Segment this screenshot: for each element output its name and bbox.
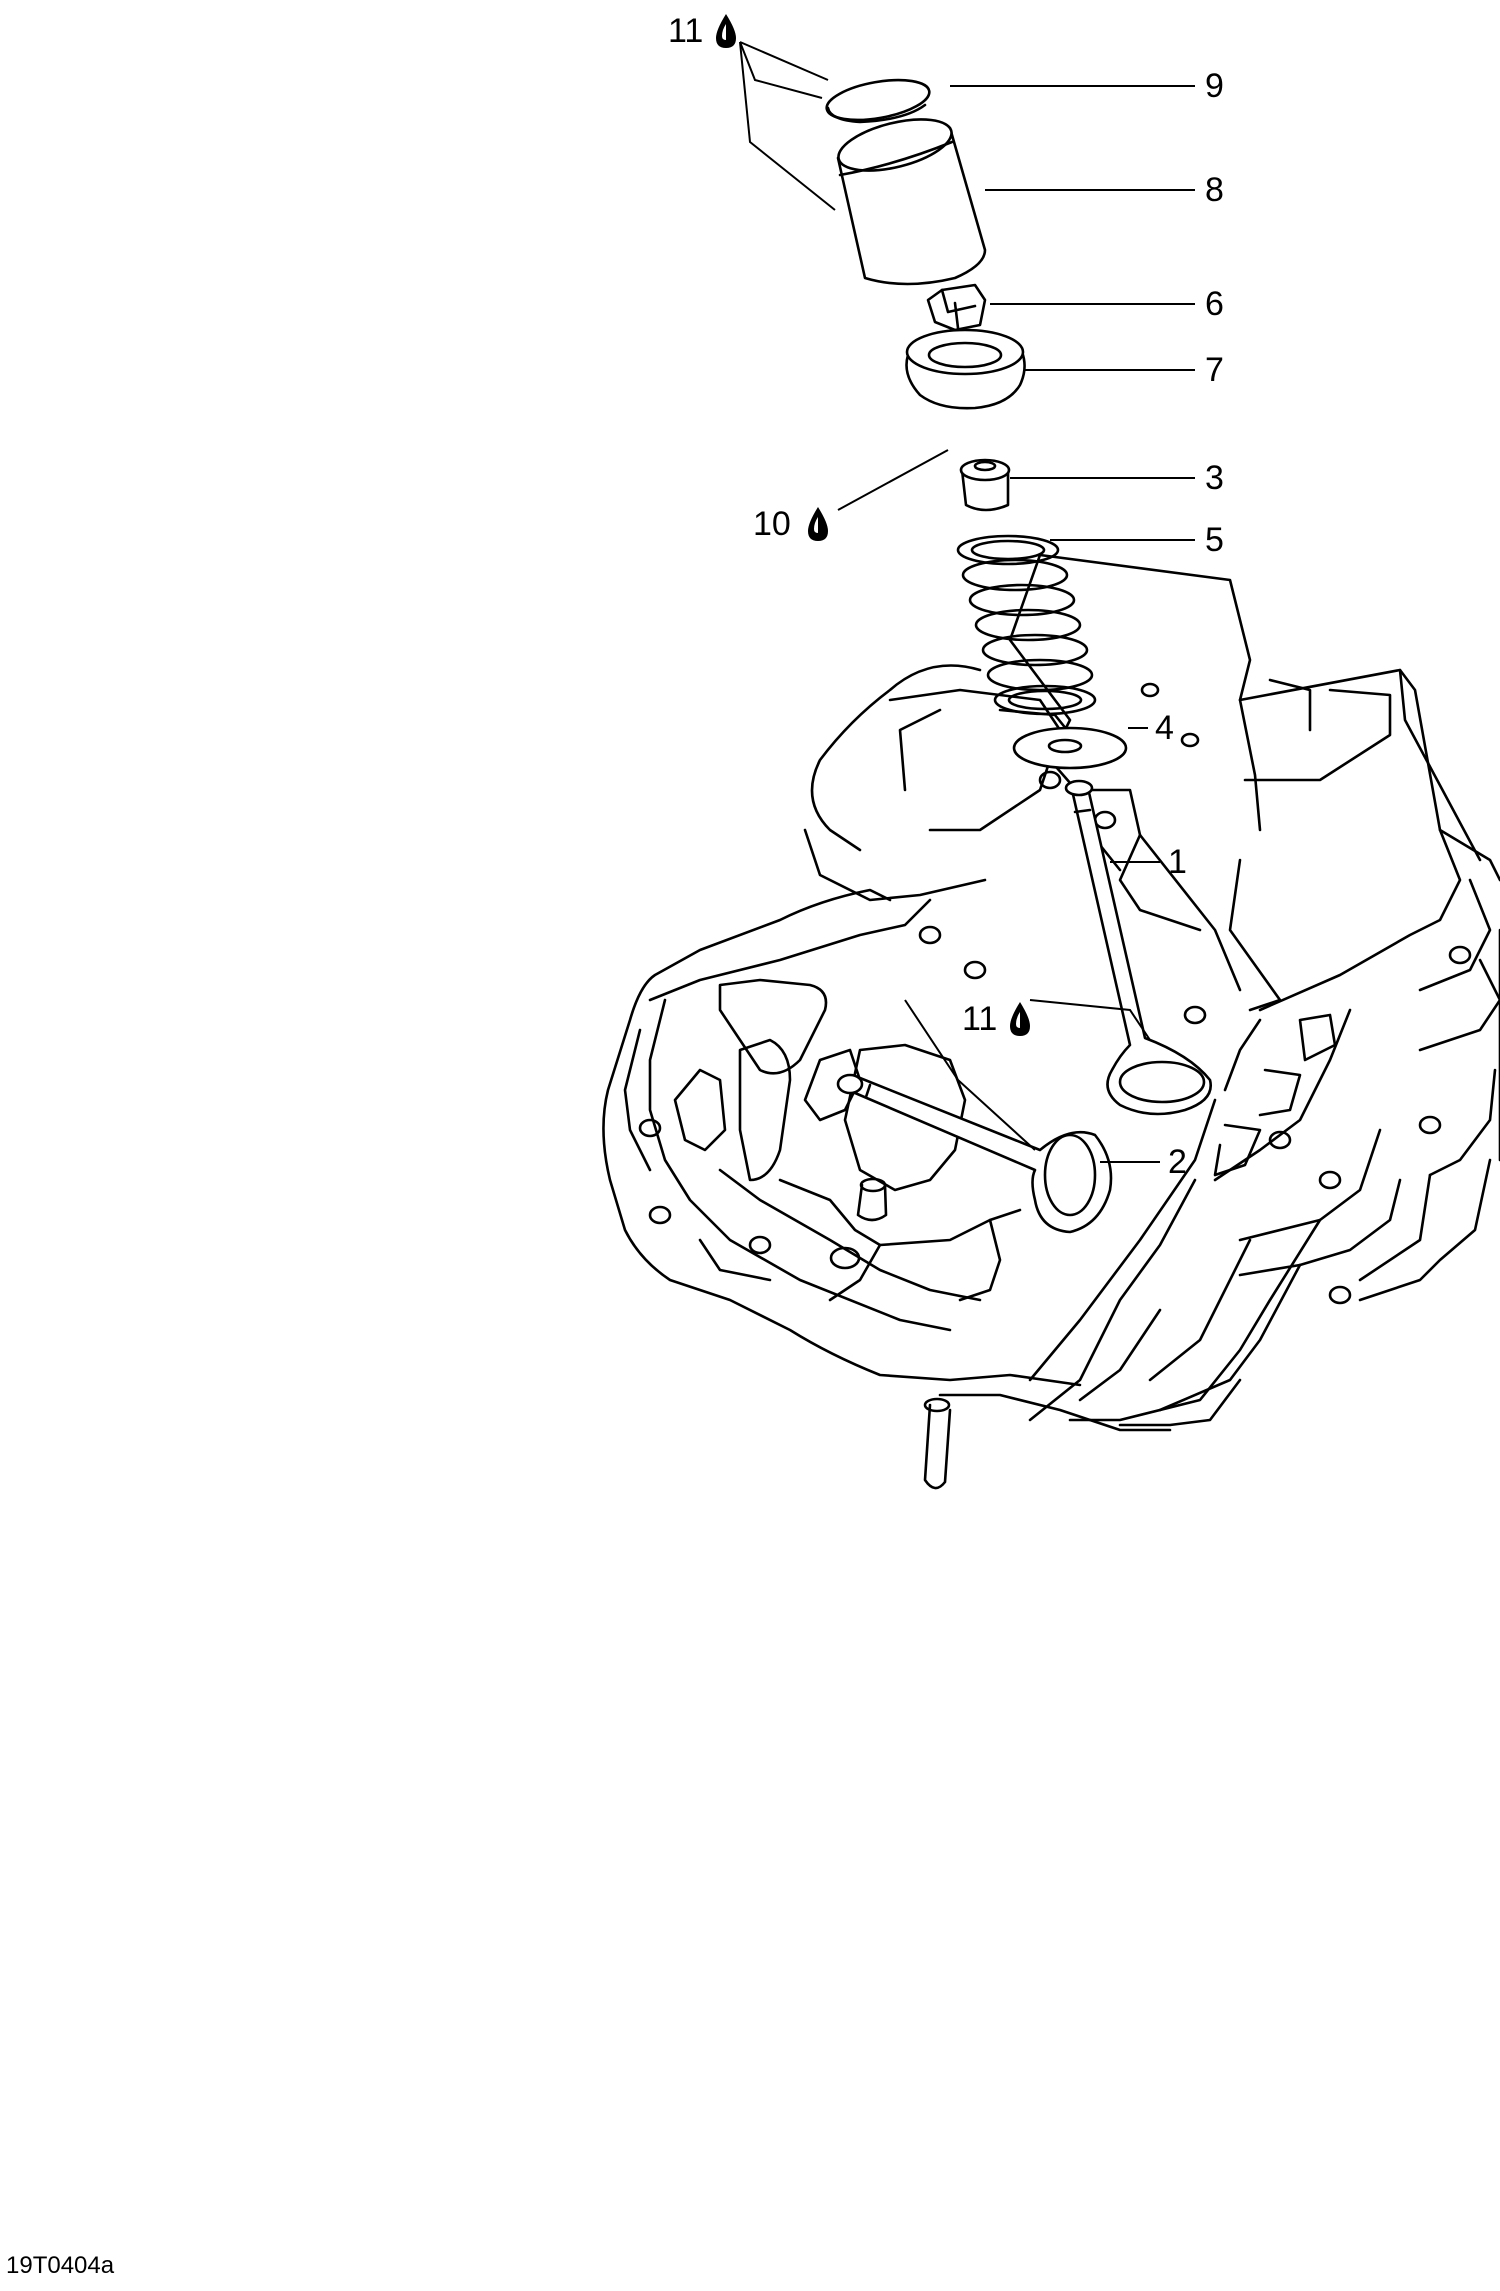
valve-stem-seal-3 bbox=[959, 458, 1011, 512]
callout-10: 10 bbox=[753, 505, 828, 543]
callout-2: 2 bbox=[1168, 1143, 1187, 1181]
callout-11-top: 11 bbox=[668, 12, 736, 50]
oil-drop-icon bbox=[716, 14, 736, 48]
callout-8: 8 bbox=[1205, 171, 1224, 209]
callout-5: 5 bbox=[1205, 521, 1224, 559]
spring-seat-4 bbox=[1012, 726, 1128, 770]
callout-4: 4 bbox=[1155, 709, 1174, 747]
adjustment-shim-9 bbox=[825, 78, 931, 124]
valve-2 bbox=[836, 1073, 1113, 1234]
callout-1: 1 bbox=[1168, 843, 1187, 881]
callout-3: 3 bbox=[1205, 459, 1224, 497]
spring-retainer-7 bbox=[905, 328, 1026, 410]
oil-drop-icon bbox=[1010, 1002, 1030, 1036]
tappet-8 bbox=[836, 118, 987, 286]
svg-text:11: 11 bbox=[668, 12, 703, 50]
callout-7: 7 bbox=[1205, 351, 1224, 389]
callout-6: 6 bbox=[1205, 285, 1224, 323]
oil-drop-icon bbox=[808, 507, 828, 541]
callout-9: 9 bbox=[1205, 67, 1224, 105]
valve-spring-5 bbox=[956, 534, 1097, 716]
valve-cotter-6 bbox=[926, 283, 987, 332]
valve-1 bbox=[1064, 779, 1212, 1116]
svg-text:10: 10 bbox=[753, 505, 791, 543]
figure-id: 19T0404a bbox=[6, 2252, 115, 2279]
cylinder-head bbox=[602, 553, 1500, 1490]
svg-text:11: 11 bbox=[962, 1000, 997, 1038]
callout-11-lower: 11 bbox=[962, 1000, 1030, 1038]
leader-lines bbox=[739, 41, 1195, 1163]
